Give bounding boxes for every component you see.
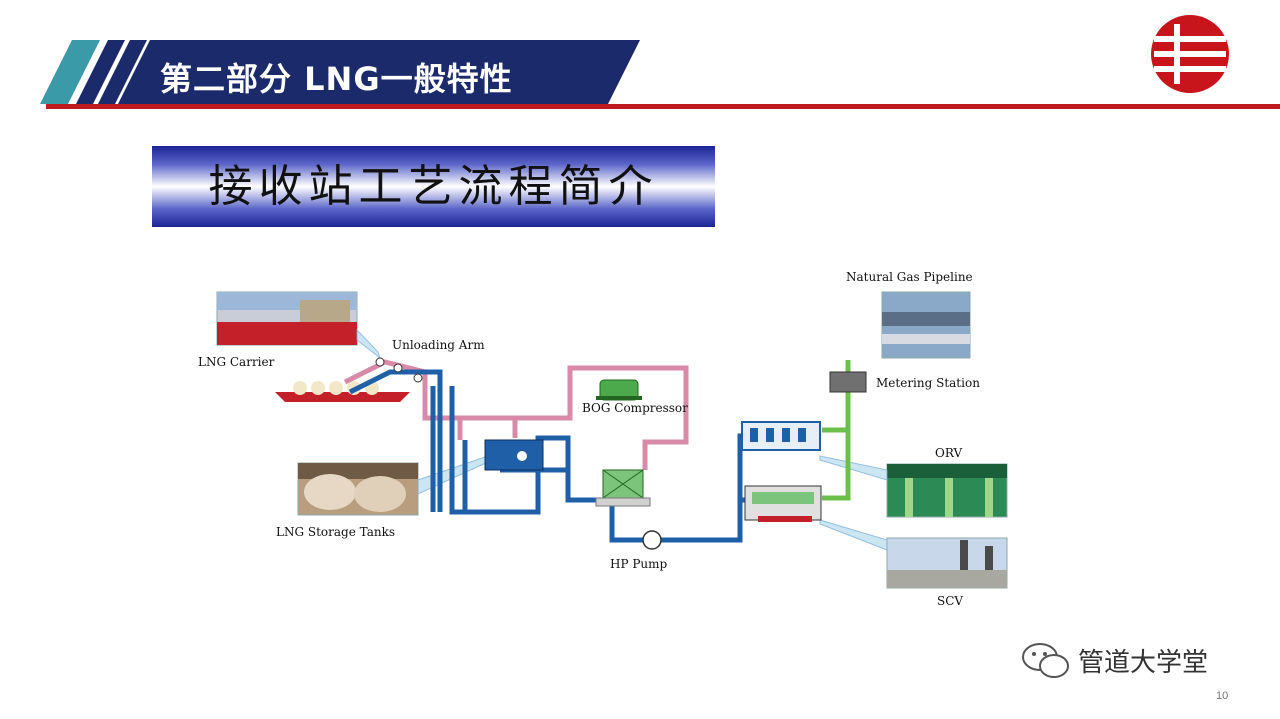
lng-carrier-photo xyxy=(216,291,358,346)
subtitle-box xyxy=(152,146,715,227)
orv-photo xyxy=(886,463,1008,518)
label-orv: ORV xyxy=(935,446,963,460)
storage-tanks-photo xyxy=(297,462,419,516)
label-bog-compressor: BOG Compressor xyxy=(582,401,688,415)
ship-icon xyxy=(275,381,410,402)
subtitle: 接收站工艺流程简介 xyxy=(208,161,659,212)
label-lng-storage-tanks: LNG Storage Tanks xyxy=(276,525,396,539)
label-lng-carrier: LNG Carrier xyxy=(198,355,275,369)
company-logo-icon xyxy=(1151,15,1229,93)
metering-station-icon xyxy=(829,371,867,393)
recondenser-icon xyxy=(595,469,651,507)
label-hp-pump: HP Pump xyxy=(610,557,668,571)
section-title: 第二部分 LNG一般特性 xyxy=(160,60,513,98)
wechat-icon xyxy=(1022,643,1069,678)
vapor-pipes xyxy=(343,359,689,470)
lng-tank-icon xyxy=(484,439,544,471)
watermark-text: 管道大学堂 xyxy=(1078,648,1209,678)
label-unloading-arm: Unloading Arm xyxy=(392,338,485,352)
pipeline-photo xyxy=(881,291,971,359)
label-natural-gas-pipeline: Natural Gas Pipeline xyxy=(846,270,973,284)
label-scv: SCV xyxy=(937,594,964,608)
unloading-arm-icon xyxy=(375,357,423,383)
label-metering-station: Metering Station xyxy=(876,376,980,390)
page-number: 10 xyxy=(1216,690,1229,702)
scv-photo xyxy=(886,537,1008,589)
bog-compressor-icon xyxy=(596,379,642,401)
hp-pump-icon xyxy=(642,530,662,550)
orv-unit-icon xyxy=(741,421,821,451)
header-banner xyxy=(40,40,1280,109)
scv-unit-icon xyxy=(744,485,822,522)
